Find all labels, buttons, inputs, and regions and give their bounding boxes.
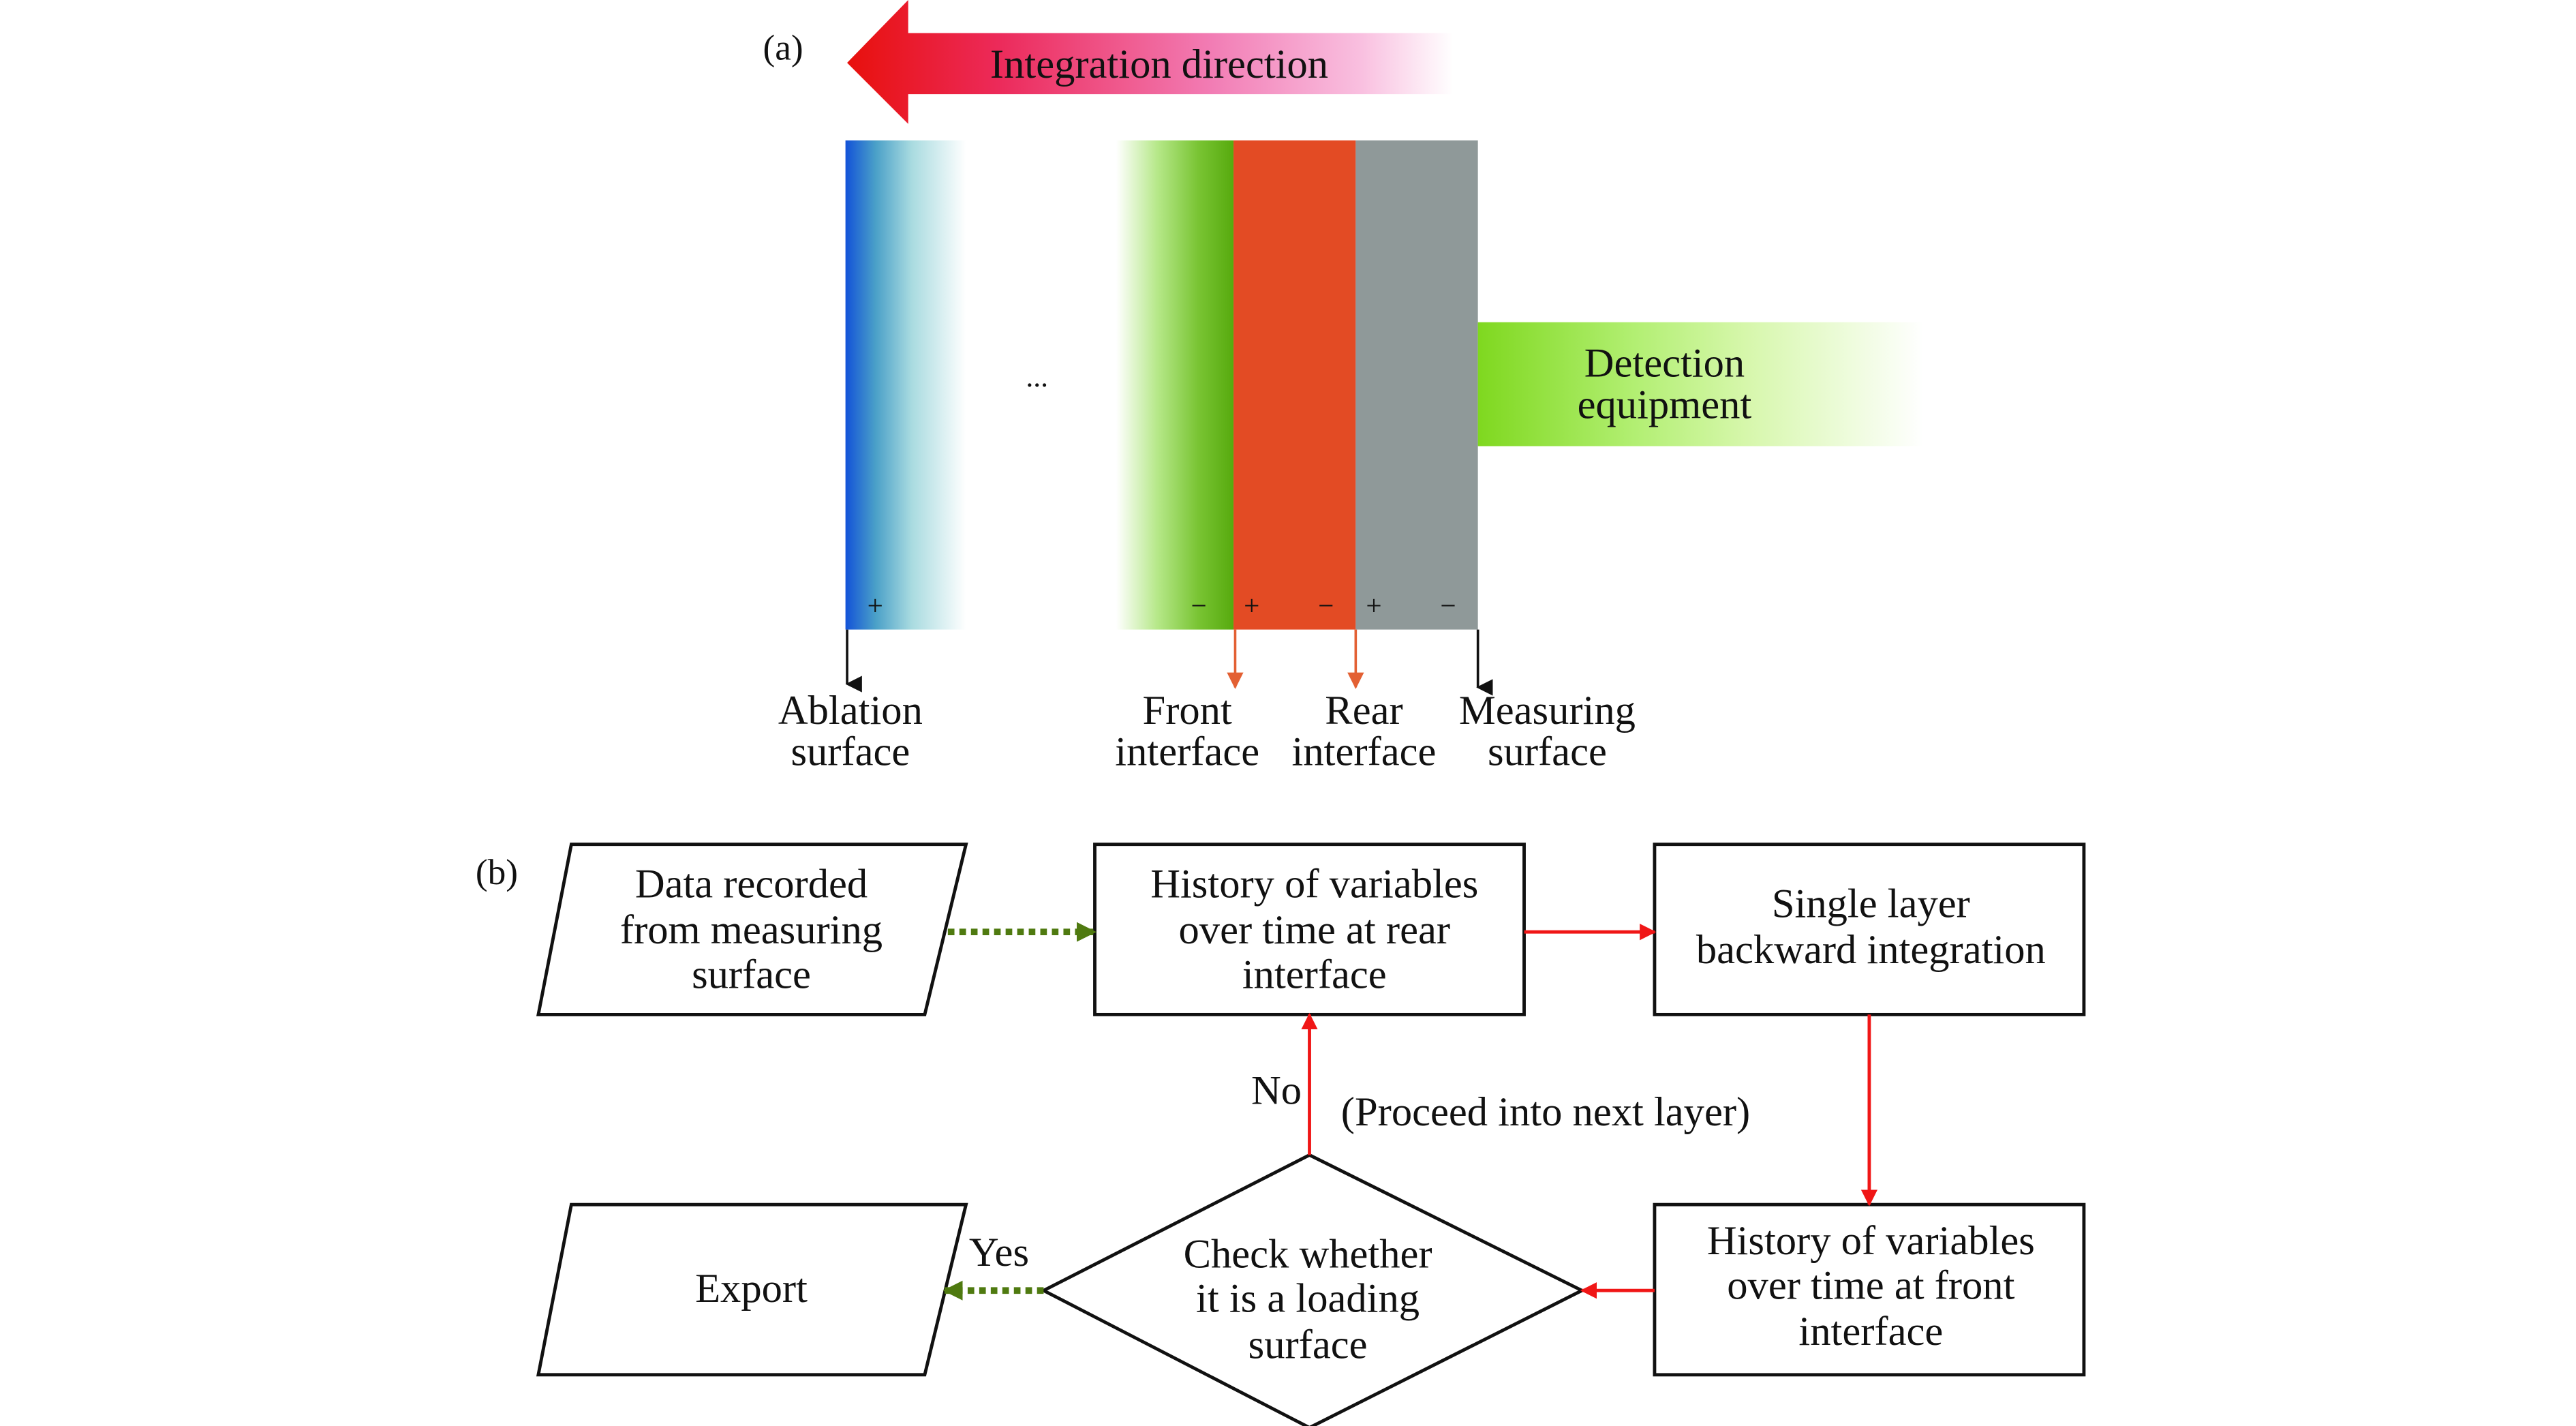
node-text: from measuring bbox=[620, 907, 883, 953]
panel-a-label: (a) bbox=[763, 27, 803, 67]
node-rear-history: History of variables over time at rear i… bbox=[1093, 843, 1526, 1016]
node-text: surface bbox=[1248, 1322, 1368, 1368]
io-parallelogram bbox=[536, 1202, 968, 1377]
rear-label-2: interface bbox=[1292, 729, 1437, 774]
node-text: Export bbox=[695, 1266, 808, 1311]
panel-b-label: (b) bbox=[476, 851, 518, 892]
sign-plus: + bbox=[1244, 590, 1259, 621]
left-arrow-icon bbox=[847, 0, 1454, 124]
node-text: History of variables bbox=[1707, 1218, 2035, 1264]
node-check: Check whether it is a loading surface bbox=[1040, 1153, 1586, 1426]
node-front-history: History of variables over time at front … bbox=[1653, 1202, 2086, 1377]
edge-label-no: No bbox=[1251, 1067, 1302, 1113]
node-text: backward integration bbox=[1696, 927, 2046, 973]
node-text: it is a loading bbox=[1196, 1276, 1420, 1322]
detection-band bbox=[1477, 322, 1924, 446]
process-box bbox=[1653, 1202, 2086, 1377]
node-text: over time at front bbox=[1727, 1262, 2014, 1308]
decision-diamond bbox=[1040, 1153, 1586, 1426]
panel-b: (b) Data recorded from measuring surface… bbox=[476, 843, 2086, 1426]
integration-direction-text: Integration direction bbox=[990, 42, 1328, 87]
node-text: Single layer bbox=[1772, 881, 1970, 926]
front-layer bbox=[1116, 140, 1234, 630]
ellipsis: ... bbox=[1026, 361, 1048, 393]
node-text: Data recorded bbox=[635, 861, 868, 907]
sign-minus: − bbox=[1318, 590, 1334, 621]
sign-plus: + bbox=[1366, 590, 1381, 621]
node-text: History of variables bbox=[1150, 861, 1478, 907]
ablation-label-2: surface bbox=[791, 729, 910, 774]
detection-line-2: equipment bbox=[1578, 382, 1752, 427]
middle-layer bbox=[1233, 140, 1356, 630]
front-label-2: interface bbox=[1115, 729, 1259, 774]
node-text: Check whether bbox=[1184, 1231, 1432, 1277]
edge-label-proceed: (Proceed into next layer) bbox=[1341, 1089, 1750, 1135]
measuring-label-1: Measuring bbox=[1459, 688, 1636, 733]
io-parallelogram bbox=[536, 843, 968, 1016]
sign-plus: + bbox=[868, 590, 883, 621]
sign-minus: − bbox=[1191, 590, 1207, 621]
node-text: interface bbox=[1798, 1309, 1943, 1354]
ablation-layer bbox=[845, 140, 966, 630]
detection-line-1: Detection bbox=[1584, 341, 1745, 386]
node-text: interface bbox=[1242, 952, 1387, 998]
ablation-label-1: Ablation bbox=[778, 688, 923, 733]
edge-label-yes: Yes bbox=[969, 1230, 1029, 1275]
integration-direction-arrow: Integration direction bbox=[847, 0, 1454, 124]
measuring-label-2: surface bbox=[1488, 729, 1607, 774]
node-text: surface bbox=[692, 952, 811, 998]
rear-label-1: Rear bbox=[1325, 688, 1402, 733]
node-text: over time at rear bbox=[1179, 907, 1451, 953]
node-single-layer: Single layer backward integration bbox=[1653, 843, 2086, 1016]
detection-equipment: Detection equipment bbox=[1477, 322, 1924, 446]
front-label-1: Front bbox=[1143, 688, 1232, 733]
sign-minus: − bbox=[1440, 590, 1456, 621]
panel-a: (a) Integration direction ... + − + − + … bbox=[763, 0, 1924, 774]
measuring-layer bbox=[1355, 140, 1478, 630]
node-export: Export bbox=[536, 1202, 968, 1377]
node-data-recorded: Data recorded from measuring surface bbox=[536, 843, 968, 1016]
